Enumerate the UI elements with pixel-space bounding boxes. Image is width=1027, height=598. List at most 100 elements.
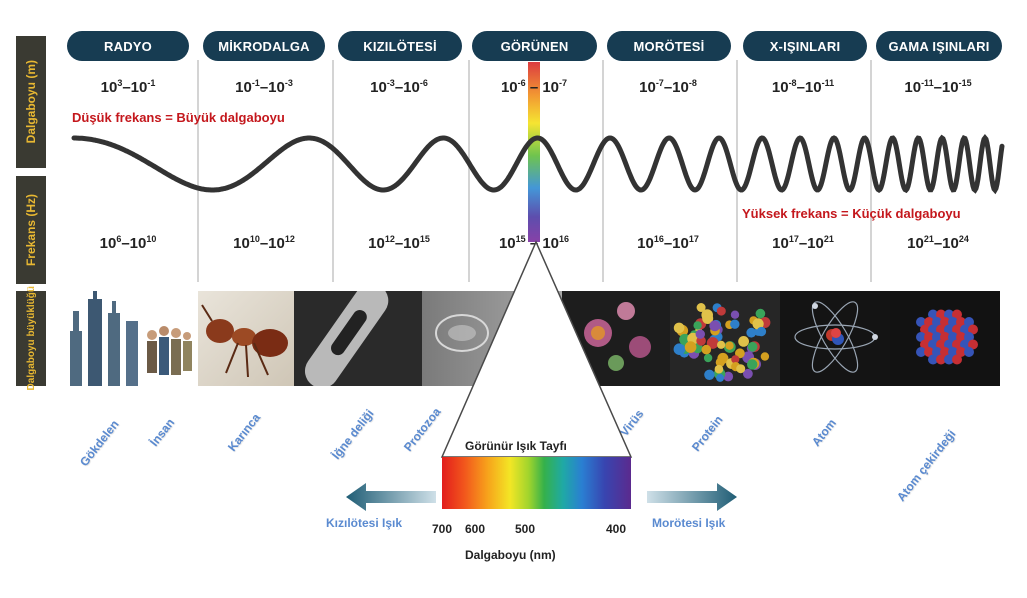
nucleon-sphere xyxy=(932,317,942,327)
nucleon-sphere xyxy=(952,309,962,320)
nucleon-sphere xyxy=(960,339,970,350)
nucleon-sphere xyxy=(952,354,962,365)
wavelength-value-visible: 10-6 – 10-7 xyxy=(500,78,568,96)
nucleon-sphere xyxy=(920,324,930,335)
frequency-value-visible: 1015 – 1016 xyxy=(498,234,570,252)
nucleon-sphere xyxy=(948,317,958,327)
frequency-value-gamma: 1021–1024 xyxy=(907,234,969,252)
nucleon-sphere xyxy=(940,332,950,342)
protein-sphere xyxy=(693,321,702,330)
protein-sphere xyxy=(714,364,724,374)
band-microwave: MİKRODALGA xyxy=(203,31,325,61)
protein-sphere xyxy=(730,319,740,329)
skyscraper-illustration xyxy=(70,291,192,386)
protein-sphere xyxy=(709,320,721,332)
protein-sphere xyxy=(756,326,767,337)
protein-sphere xyxy=(716,306,726,316)
wavelength-value-radio: 103–10-1 xyxy=(100,78,156,96)
virus-illustration xyxy=(584,302,651,371)
spectrum-title: Görünür Işık Tayfı xyxy=(465,439,567,453)
nucleon-sphere xyxy=(956,317,966,327)
nucleon-sphere xyxy=(968,339,978,350)
visible-light-strip xyxy=(528,62,540,242)
atom-illustration xyxy=(794,301,878,373)
nucleon-sphere xyxy=(944,339,954,350)
nucleon-sphere xyxy=(948,347,958,357)
protein-sphere xyxy=(695,329,705,339)
nucleon-sphere xyxy=(960,324,970,335)
nucleon-sphere xyxy=(928,339,938,350)
protein-sphere xyxy=(735,348,745,359)
nucleon-sphere xyxy=(932,347,942,357)
nucleon-sphere xyxy=(968,324,978,335)
protozoa-illustration xyxy=(435,314,489,352)
virus-image xyxy=(562,291,670,386)
wavelength-value-gamma: 10-11–10-15 xyxy=(904,78,972,96)
arrow-left-icon xyxy=(346,483,436,511)
column-divider xyxy=(332,60,334,282)
nucleon-sphere xyxy=(936,339,946,350)
spectrum-tick-400: 400 xyxy=(606,522,627,536)
protein-sphere xyxy=(760,352,770,361)
protein-sphere xyxy=(702,313,714,324)
band-visible: GÖRÜNEN xyxy=(472,31,597,61)
low-frequency-annotation: Düşük frekans = Büyük dalgaboyu xyxy=(72,110,285,125)
frequency-value-infrared: 1012–1015 xyxy=(368,234,430,252)
nucleon-sphere xyxy=(920,339,930,350)
spectrum-tick-500: 500 xyxy=(515,522,536,536)
frequency-value-ultraviolet: 1016–1017 xyxy=(637,234,699,252)
needle-illustration xyxy=(304,291,389,386)
atom-image xyxy=(780,291,890,386)
nucleon-sphere xyxy=(924,347,934,357)
protein-illustration xyxy=(673,303,771,382)
protein-sphere xyxy=(731,355,740,364)
column-divider xyxy=(197,60,199,282)
nucleon-sphere xyxy=(956,347,966,357)
side-label-wavelength: Dalgaboyu (m) xyxy=(16,36,46,168)
arrow-right-icon xyxy=(647,483,737,511)
nucleon-sphere xyxy=(944,309,954,320)
wavelength-value-ultraviolet: 10-7–10-8 xyxy=(639,78,697,96)
band-infrared: KIZILÖTESİ xyxy=(338,31,462,61)
nucleon-sphere xyxy=(936,309,946,320)
column-divider xyxy=(736,60,738,282)
infrared-light-label: Kızılötesi Işık xyxy=(326,516,403,530)
band-radio: RADYO xyxy=(67,31,189,61)
column-divider xyxy=(468,60,470,282)
protein-sphere xyxy=(684,341,697,353)
side-label-size: Dalgaboyu büyüklüğü xyxy=(16,286,46,391)
protein-sphere xyxy=(717,340,726,349)
protein-sphere xyxy=(723,371,734,382)
nucleon-sphere xyxy=(948,332,958,342)
nucleon-sphere xyxy=(956,332,966,342)
protein-sphere xyxy=(730,310,740,319)
protein-sphere xyxy=(673,322,685,334)
nucleon-sphere xyxy=(952,339,962,350)
protein-sphere xyxy=(706,337,719,349)
ultraviolet-light-label: Morötesi Işık xyxy=(652,516,726,530)
nucleon-sphere xyxy=(964,347,974,357)
needle-eye-image xyxy=(294,291,422,386)
frequency-value-microwave: 1010–1012 xyxy=(233,234,295,252)
protein-image xyxy=(670,291,780,386)
protein-sphere xyxy=(743,368,753,379)
nucleon-sphere xyxy=(952,324,962,335)
protein-sphere xyxy=(738,336,749,347)
nucleon-sphere xyxy=(928,354,938,365)
visible-spectrum-bar xyxy=(442,457,631,509)
skyscraper-image xyxy=(66,291,194,386)
band-ultraviolet: MORÖTESİ xyxy=(607,31,731,61)
protein-sphere xyxy=(716,373,725,382)
nucleon-sphere xyxy=(964,317,974,327)
nucleon-sphere xyxy=(924,332,934,342)
band-gamma: GAMA IŞINLARI xyxy=(876,31,1002,61)
nucleon-sphere xyxy=(944,324,954,335)
nucleus-illustration xyxy=(916,309,978,365)
nucleon-sphere xyxy=(916,332,926,342)
protein-sphere xyxy=(704,369,715,380)
protein-sphere xyxy=(701,344,712,355)
nucleon-sphere xyxy=(924,317,934,327)
nucleon-sphere xyxy=(928,309,938,320)
protein-sphere xyxy=(747,359,758,370)
